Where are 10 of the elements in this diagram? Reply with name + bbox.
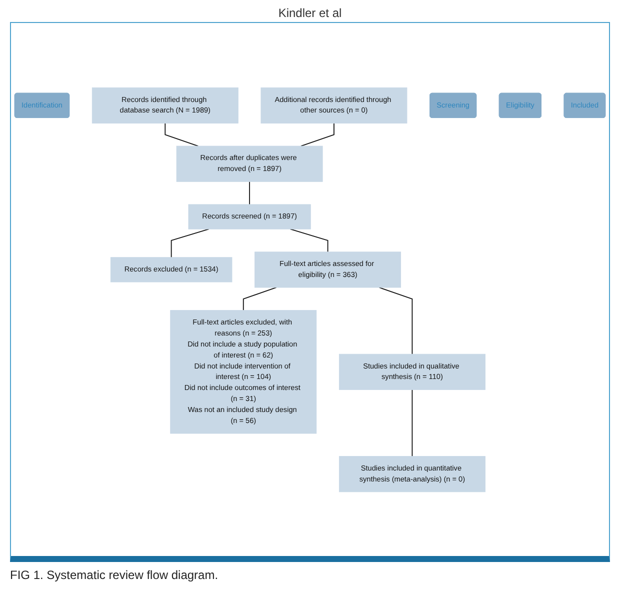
connector [249,180,250,205]
connector [242,286,277,310]
connector [378,286,413,354]
connector [170,228,210,258]
connector [412,388,413,456]
connector [300,122,334,146]
running-header: Kindler et al [278,6,342,20]
connector [290,228,328,252]
figure-caption: FIG 1. Systematic review flow diagram. [10,568,218,582]
connector [164,122,199,146]
